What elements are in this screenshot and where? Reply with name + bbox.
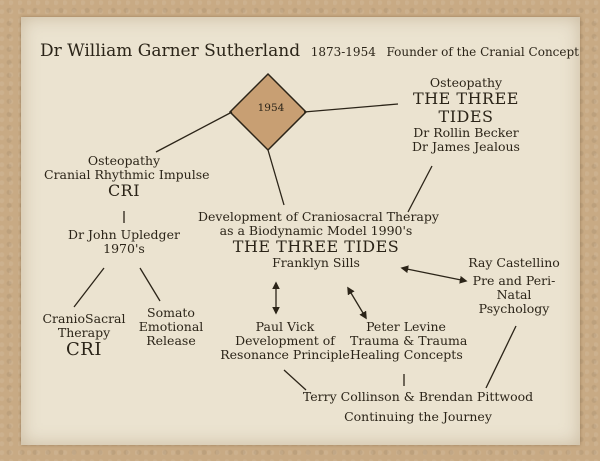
node-line: Osteopathy [429, 75, 503, 90]
node-line: Resonance Principle [220, 347, 350, 362]
line-tides-to-biodynamic [407, 165, 433, 213]
node-biodynamic: Development of Craniosacral Therapy as a… [198, 209, 439, 270]
node-line: Dr James Jealous [412, 138, 520, 154]
node-craniosacral-therapy: CranioSacral Therapy CRI [34, 312, 134, 360]
node-line: Release [146, 333, 196, 348]
node-line: Development of Craniosacral Therapy [198, 209, 439, 224]
node-line: CranioSacral [42, 311, 126, 326]
node-line: THE THREE TIDES [232, 237, 400, 256]
node-line: Psychology [478, 301, 550, 316]
node-line: Somato [147, 305, 195, 320]
node-line: Franklyn Sills [272, 254, 360, 270]
node-line: Therapy [57, 325, 111, 340]
node-cri-osteopathy: Osteopathy Cranial Rhythmic Impulse CRI [44, 153, 210, 200]
node-line: Pre and Peri- [472, 273, 556, 288]
node-line: 1970's [103, 241, 145, 256]
node-line: TIDES [438, 106, 494, 126]
line-castellino-to-collinson [485, 325, 517, 389]
page-title: Dr William Garner Sutherland 1873-1954 F… [40, 41, 579, 61]
arrow-biodynamic-levine [347, 286, 367, 320]
parchment-paper [21, 17, 580, 445]
node-line: as a Biodynamic Model 1990's [219, 223, 413, 238]
arrow-biodynamic-castellino [400, 265, 468, 284]
node-line: CRI [107, 181, 141, 200]
line-diamond-to-tides [303, 103, 399, 113]
node-line: Terry Collinson & Brendan Pittwood [302, 389, 534, 404]
node-line: Natal [496, 287, 532, 302]
node-peter-levine: Peter Levine Trauma & Trauma Healing Con… [350, 319, 468, 362]
line-diamond-to-biodynamic [267, 149, 285, 206]
node-line: Development of [235, 333, 335, 348]
node-line: Cranial Rhythmic Impulse [44, 167, 210, 182]
node-line: Emotional [138, 319, 204, 334]
node-three-tides-top: Osteopathy THE THREE TIDES Dr Rollin Bec… [398, 76, 534, 154]
node-line: THE THREE [413, 89, 519, 108]
node-line: Osteopathy [87, 153, 161, 168]
line-upledger-to-somato [139, 267, 161, 302]
title-name: Dr William Garner Sutherland [40, 41, 301, 61]
node-line: Dr John Upledger [68, 227, 180, 242]
title-years: 1873-1954 [310, 45, 376, 59]
node-collinson: Terry Collinson & Brendan Pittwood Conti… [280, 390, 556, 424]
node-line: Paul Vick [255, 319, 315, 334]
line-diamond-to-cri [155, 111, 233, 153]
node-line: CRI [66, 339, 102, 360]
node-line: Dr Rollin Becker [413, 124, 519, 140]
node-line: Ray Castellino [468, 255, 560, 270]
node-line: Trauma & Trauma [350, 333, 468, 348]
node-castellino: Ray Castellino Pre and Peri- Natal Psych… [458, 256, 570, 316]
node-somato-emotional: Somato Emotional Release [136, 306, 206, 348]
line-paulvick-to-collinson [283, 369, 307, 391]
line-upledger-to-craniosacral [73, 267, 105, 308]
node-upledger: Dr John Upledger 1970's [60, 228, 188, 256]
node-line: Continuing the Journey [344, 409, 492, 424]
diamond-label: 1954 [257, 102, 285, 114]
title-subtitle: Founder of the Cranial Concept [386, 45, 579, 59]
node-line: Peter Levine [366, 319, 446, 334]
node-paul-vick: Paul Vick Development of Resonance Princ… [218, 320, 352, 362]
node-line: Healing Concepts [350, 347, 463, 362]
